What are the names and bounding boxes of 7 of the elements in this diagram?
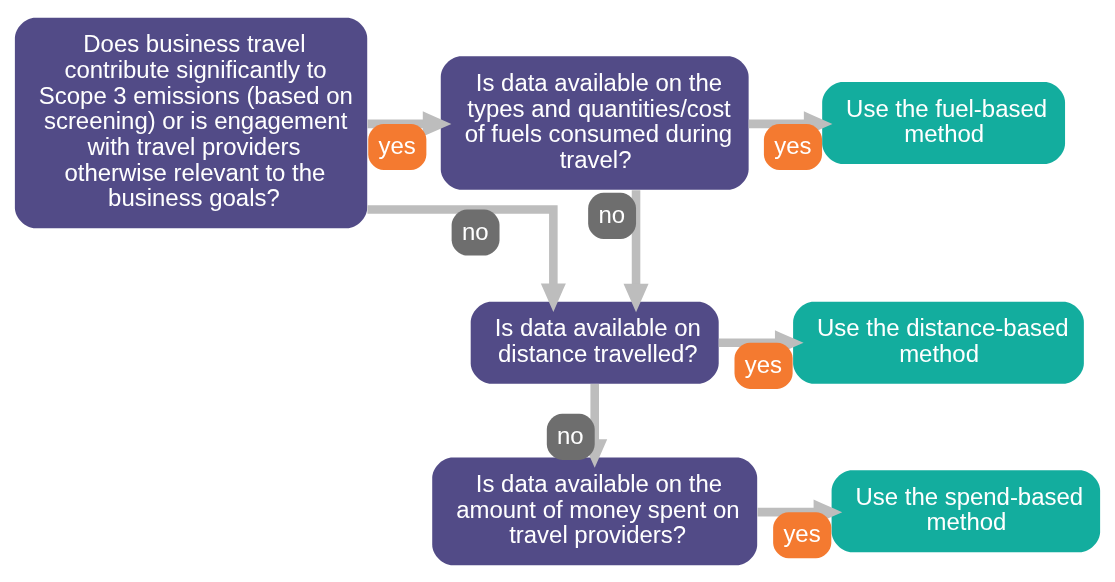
edge-label: yes xyxy=(783,519,821,547)
edge-label: yes xyxy=(744,350,783,378)
edge-label: no xyxy=(461,217,489,245)
edge-label: no xyxy=(557,421,584,449)
edge-label: yes xyxy=(378,131,416,159)
edge-label: yes xyxy=(774,131,812,159)
edge-label: no xyxy=(598,200,626,228)
